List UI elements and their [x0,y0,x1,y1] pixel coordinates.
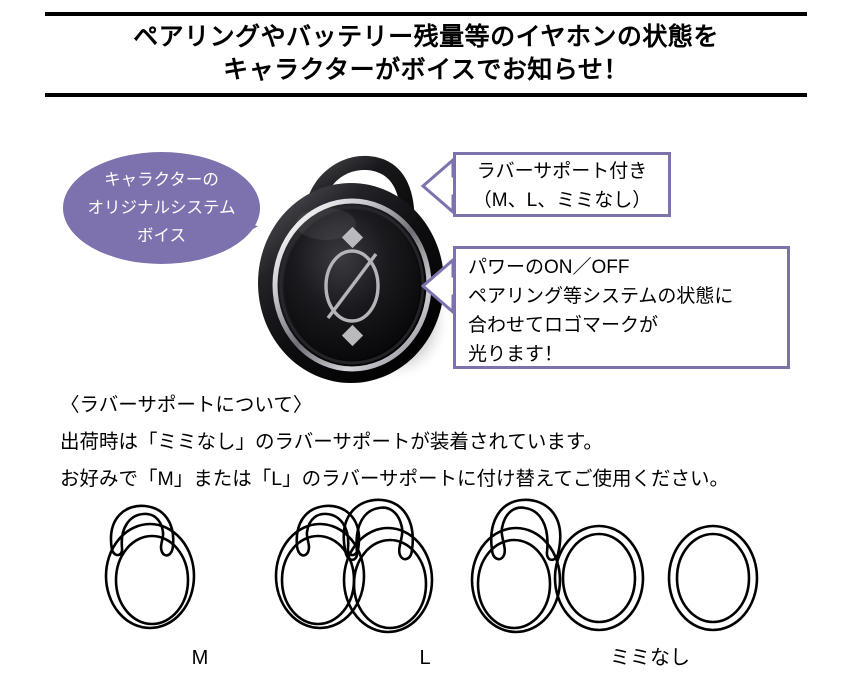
support-label-l: L [419,647,431,669]
logo-mark-icon [324,249,380,323]
support-label-none: ミミなし [610,647,690,669]
callout-rubber-support: ラバーサポート付き （M、L、ミミなし） [453,152,671,217]
body-text-block: 〈ラバーサポートについて〉 出荷時は「ミミなし」のラバーサポートが装着されていま… [60,387,820,498]
body-highlight [296,208,356,240]
speech-bubble-ellipse [63,152,260,264]
header-block: ペアリングやバッテリー残量等のイヤホンの状態を キャラクターがボイスでお知らせ！ [45,12,807,97]
voice-speech-bubble: キャラクターの オリジナルシステム ボイス [63,152,260,264]
voice-bubble-label: キャラクターの オリジナルシステム ボイス [87,171,236,245]
support-l-left [342,498,434,634]
ear-hook-loop [303,155,415,248]
earphone-product-image [248,140,473,385]
rubber-support-line-2: お好みで「M」または「L」のラバーサポートに付け替えてご使用ください。 [60,468,730,490]
rubber-support-diagrams [0,498,850,643]
support-label-m: M [191,647,209,669]
support-m-left [104,504,196,630]
earphone-illustration [258,155,451,383]
rubber-support-heading: 〈ラバーサポートについて〉 [60,394,313,416]
page-title: ペアリングやバッテリー残量等のイヤホンの状態を キャラクターがボイスでお知らせ！ [133,23,719,84]
support-none-left [553,524,645,632]
support-outlines [104,498,759,634]
callout-logo-light: パワーのON／OFF ペアリング等システムの状態に 合わせてロゴマークが 光りま… [453,246,790,369]
rubber-support-line-1: 出荷時は「ミミなし」のラバーサポートが装着されています。 [60,431,603,453]
header-rule-top [45,12,807,16]
support-l-right [470,498,562,634]
header-rule-bottom [45,93,807,97]
support-labels-row: M L ミミなし [0,645,850,675]
support-none-right [667,524,759,632]
